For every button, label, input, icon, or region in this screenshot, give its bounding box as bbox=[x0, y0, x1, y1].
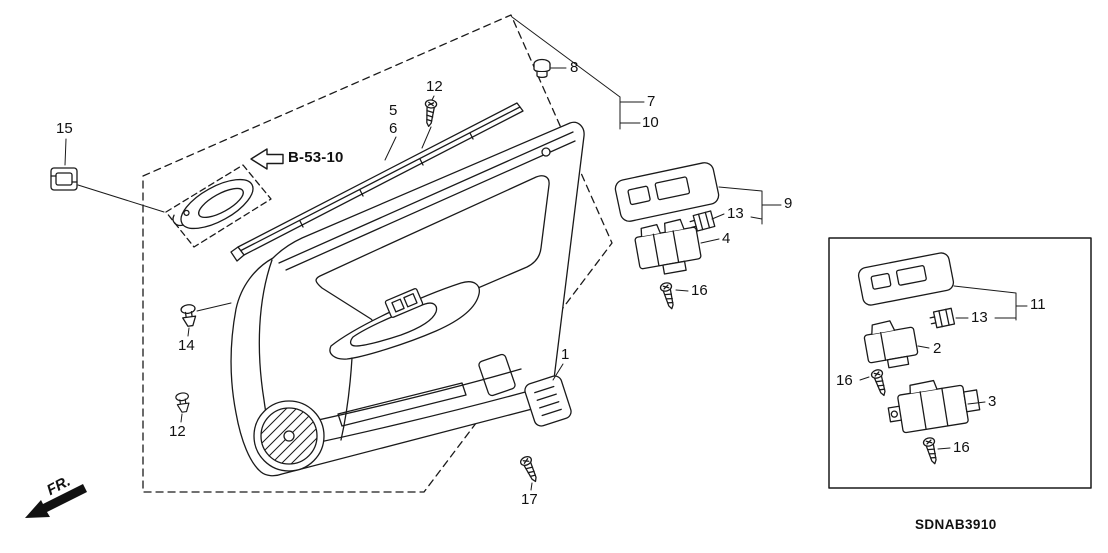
crossref-label: B-53-10 bbox=[288, 149, 344, 166]
callout-3: 3 bbox=[988, 393, 997, 410]
callout-12-upper: 12 bbox=[426, 78, 443, 95]
clip-12-lower-drawing bbox=[174, 391, 192, 414]
speaker-grille-drawing bbox=[253, 400, 325, 472]
lid-recess bbox=[478, 353, 516, 397]
callout-2: 2 bbox=[933, 340, 942, 357]
callout-8: 8 bbox=[570, 59, 579, 76]
callout-10: 10 bbox=[642, 114, 659, 131]
screw-16-passenger-b-drawing bbox=[921, 436, 941, 466]
grommet-8-drawing bbox=[533, 58, 551, 79]
leader-lines bbox=[64, 16, 1028, 491]
switch-3-drawing bbox=[887, 379, 981, 434]
callout-5: 5 bbox=[389, 102, 398, 119]
inset-box bbox=[828, 237, 1092, 489]
callout-13-passenger: 13 bbox=[971, 309, 988, 326]
screw-16-drawing bbox=[658, 281, 678, 311]
fr-arrow-icon bbox=[25, 484, 87, 518]
clip-14-drawing bbox=[179, 303, 198, 328]
switch-2-drawing bbox=[863, 320, 919, 369]
callout-4: 4 bbox=[722, 230, 731, 247]
screw-16-passenger-a-drawing bbox=[869, 367, 890, 398]
door-lining-drawing bbox=[230, 121, 585, 477]
callout-7: 7 bbox=[647, 93, 656, 110]
switch-4-drawing bbox=[634, 218, 702, 275]
clip-13-passenger-drawing bbox=[928, 307, 956, 330]
callout-1: 1 bbox=[561, 346, 570, 363]
callout-13: 13 bbox=[727, 205, 744, 222]
callout-9: 9 bbox=[784, 195, 793, 212]
weatherstrip-drawing bbox=[230, 102, 524, 262]
diagram-code: SDNAB3910 bbox=[915, 517, 997, 532]
callout-16-passenger-b: 16 bbox=[953, 439, 970, 456]
callout-15: 15 bbox=[56, 120, 73, 137]
callout-17: 17 bbox=[521, 491, 538, 508]
callout-16: 16 bbox=[691, 282, 708, 299]
callout-12-lower: 12 bbox=[169, 423, 186, 440]
callout-14: 14 bbox=[178, 337, 195, 354]
switch-garnish-11-drawing bbox=[857, 252, 955, 306]
switch-garnish-9-drawing bbox=[614, 162, 720, 222]
grip-handle-drawing bbox=[165, 164, 272, 248]
callout-11: 11 bbox=[1030, 296, 1046, 313]
crossref-arrow-icon bbox=[250, 148, 284, 170]
screw-17-drawing bbox=[518, 454, 542, 485]
callout-16-passenger-a: 16 bbox=[836, 372, 853, 389]
clip-15-drawing bbox=[50, 167, 78, 191]
lid-1-drawing bbox=[524, 375, 572, 427]
callout-6: 6 bbox=[389, 120, 398, 137]
screw-12-upper-drawing bbox=[422, 98, 438, 128]
armrest-switch-recess bbox=[384, 288, 424, 318]
